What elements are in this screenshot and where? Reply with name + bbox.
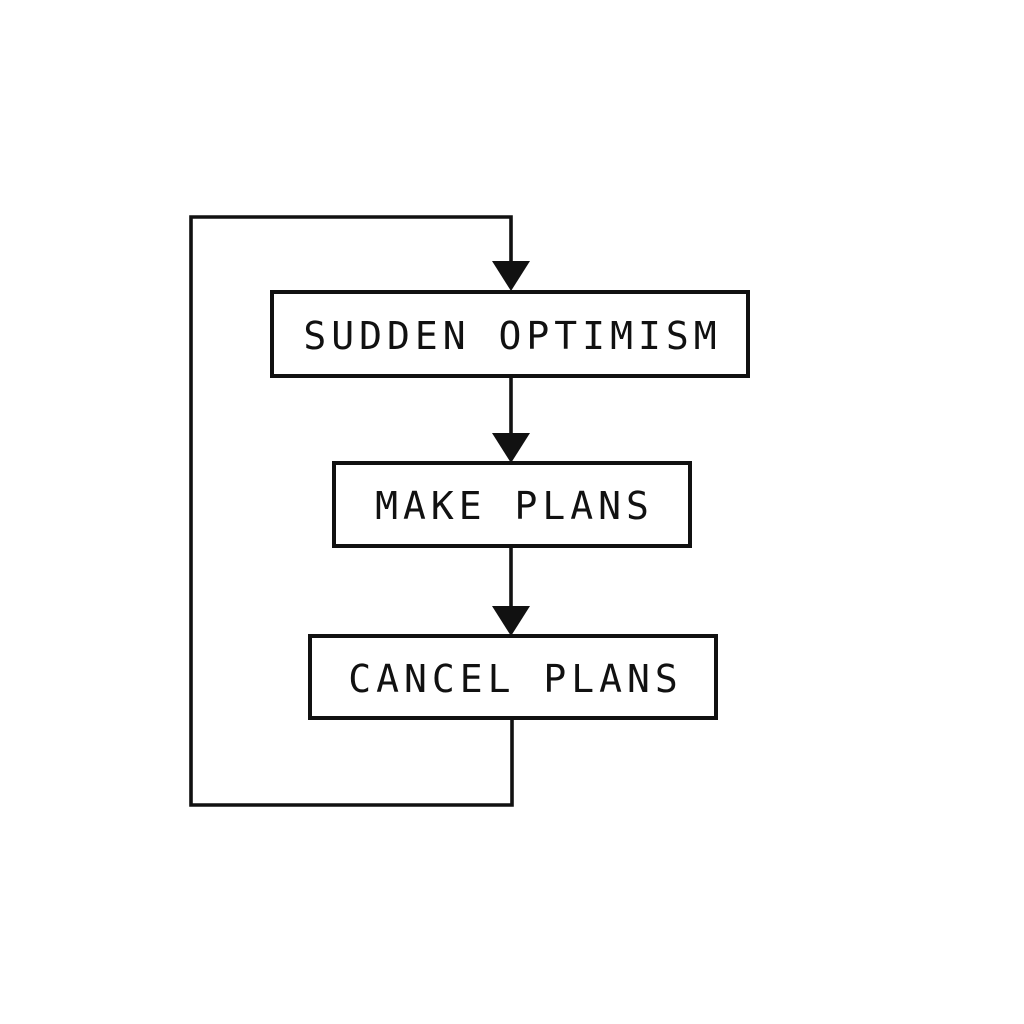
edge-1-2-arrowhead-icon: [492, 433, 530, 463]
edge-2-3-arrowhead-icon: [492, 606, 530, 636]
node-make-plans: MAKE PLANS: [332, 461, 692, 548]
edge-loop-back-line: [189, 215, 514, 807]
edge-loop-back-arrowhead-icon: [492, 261, 530, 291]
node-cancel-plans-label: CANCEL PLANS: [348, 656, 683, 701]
node-sudden-optimism: SUDDEN OPTIMISM: [270, 290, 750, 378]
node-sudden-optimism-label: SUDDEN OPTIMISM: [303, 313, 722, 358]
node-make-plans-label: MAKE PLANS: [375, 484, 654, 528]
node-cancel-plans: CANCEL PLANS: [308, 634, 718, 720]
